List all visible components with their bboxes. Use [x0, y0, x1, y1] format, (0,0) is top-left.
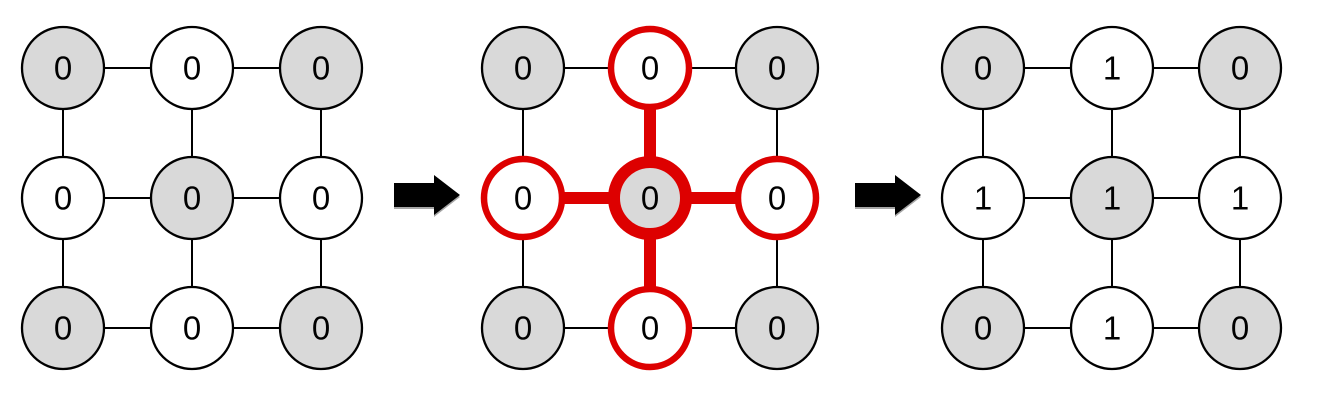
highlighted-neighbor-node-r1c2	[734, 155, 820, 241]
highlighted-center-node-r1c1	[608, 156, 692, 240]
node-value-r1c0: 1	[974, 180, 992, 217]
node-value-r2c0: 0	[974, 310, 992, 347]
highlighted-neighbor-node-r2c1	[607, 285, 693, 371]
node-value-r2c2: 0	[1231, 310, 1249, 347]
node-r1c1	[1069, 155, 1155, 241]
node-value-r0c1: 1	[1103, 50, 1121, 87]
node-value-r1c2: 0	[312, 180, 330, 217]
step-arrow-1-right-arrow-icon	[394, 175, 460, 215]
updated-state-grid: 0 1 0 1 1 1 0 1 0	[940, 25, 1283, 371]
node-r2c1	[149, 285, 235, 371]
node-value-r1c1: 0	[183, 180, 201, 217]
node-value-r0c2: 0	[768, 50, 786, 87]
node-r2c0	[20, 285, 106, 371]
initial-state-grid: 0 0 0 0 0 0 0 0 0	[20, 25, 364, 371]
node-r2c1	[1069, 285, 1155, 371]
node-value-r0c1: 0	[183, 50, 201, 87]
node-value-r1c2: 1	[1231, 180, 1249, 217]
node-value-r1c1: 1	[1103, 180, 1121, 217]
node-r0c0	[20, 25, 106, 111]
node-value-r0c2: 0	[312, 50, 330, 87]
node-r2c2	[734, 285, 820, 371]
node-r1c1	[149, 155, 235, 241]
node-r0c1	[149, 25, 235, 111]
node-r1c2	[1197, 155, 1283, 241]
node-r2c0	[940, 285, 1026, 371]
node-r2c2	[1197, 285, 1283, 371]
node-value-r0c0: 0	[514, 50, 532, 87]
node-r1c2	[278, 155, 364, 241]
step-arrow-2-right-arrow-icon	[855, 175, 921, 215]
highlighted-neighbor-node-r0c1	[607, 25, 693, 111]
node-r0c2	[734, 25, 820, 111]
node-value-r1c0: 0	[514, 180, 532, 217]
node-r0c0	[480, 25, 566, 111]
node-r2c2	[278, 285, 364, 371]
node-r2c0	[480, 285, 566, 371]
neighborhood-highlight-grid: 0 0 0 0 0 0 0 0 0	[480, 25, 820, 371]
node-value-r2c1: 1	[1103, 310, 1121, 347]
node-value-r0c0: 0	[974, 50, 992, 87]
highlighted-neighbor-node-r1c0	[480, 155, 566, 241]
node-value-r1c1: 0	[641, 180, 659, 217]
node-value-r1c2: 0	[768, 180, 786, 217]
node-value-r2c0: 0	[514, 310, 532, 347]
node-r0c0	[940, 25, 1026, 111]
node-value-r2c1: 0	[641, 310, 659, 347]
node-value-r2c1: 0	[183, 310, 201, 347]
node-value-r0c1: 0	[641, 50, 659, 87]
node-value-r0c0: 0	[54, 50, 72, 87]
node-r0c1	[1069, 25, 1155, 111]
node-r0c2	[1197, 25, 1283, 111]
node-r0c2	[278, 25, 364, 111]
node-value-r1c0: 0	[54, 180, 72, 217]
node-value-r2c0: 0	[54, 310, 72, 347]
node-value-r2c2: 0	[768, 310, 786, 347]
node-value-r2c2: 0	[312, 310, 330, 347]
node-r1c0	[20, 155, 106, 241]
node-r1c0	[940, 155, 1026, 241]
node-value-r0c2: 0	[1231, 50, 1249, 87]
